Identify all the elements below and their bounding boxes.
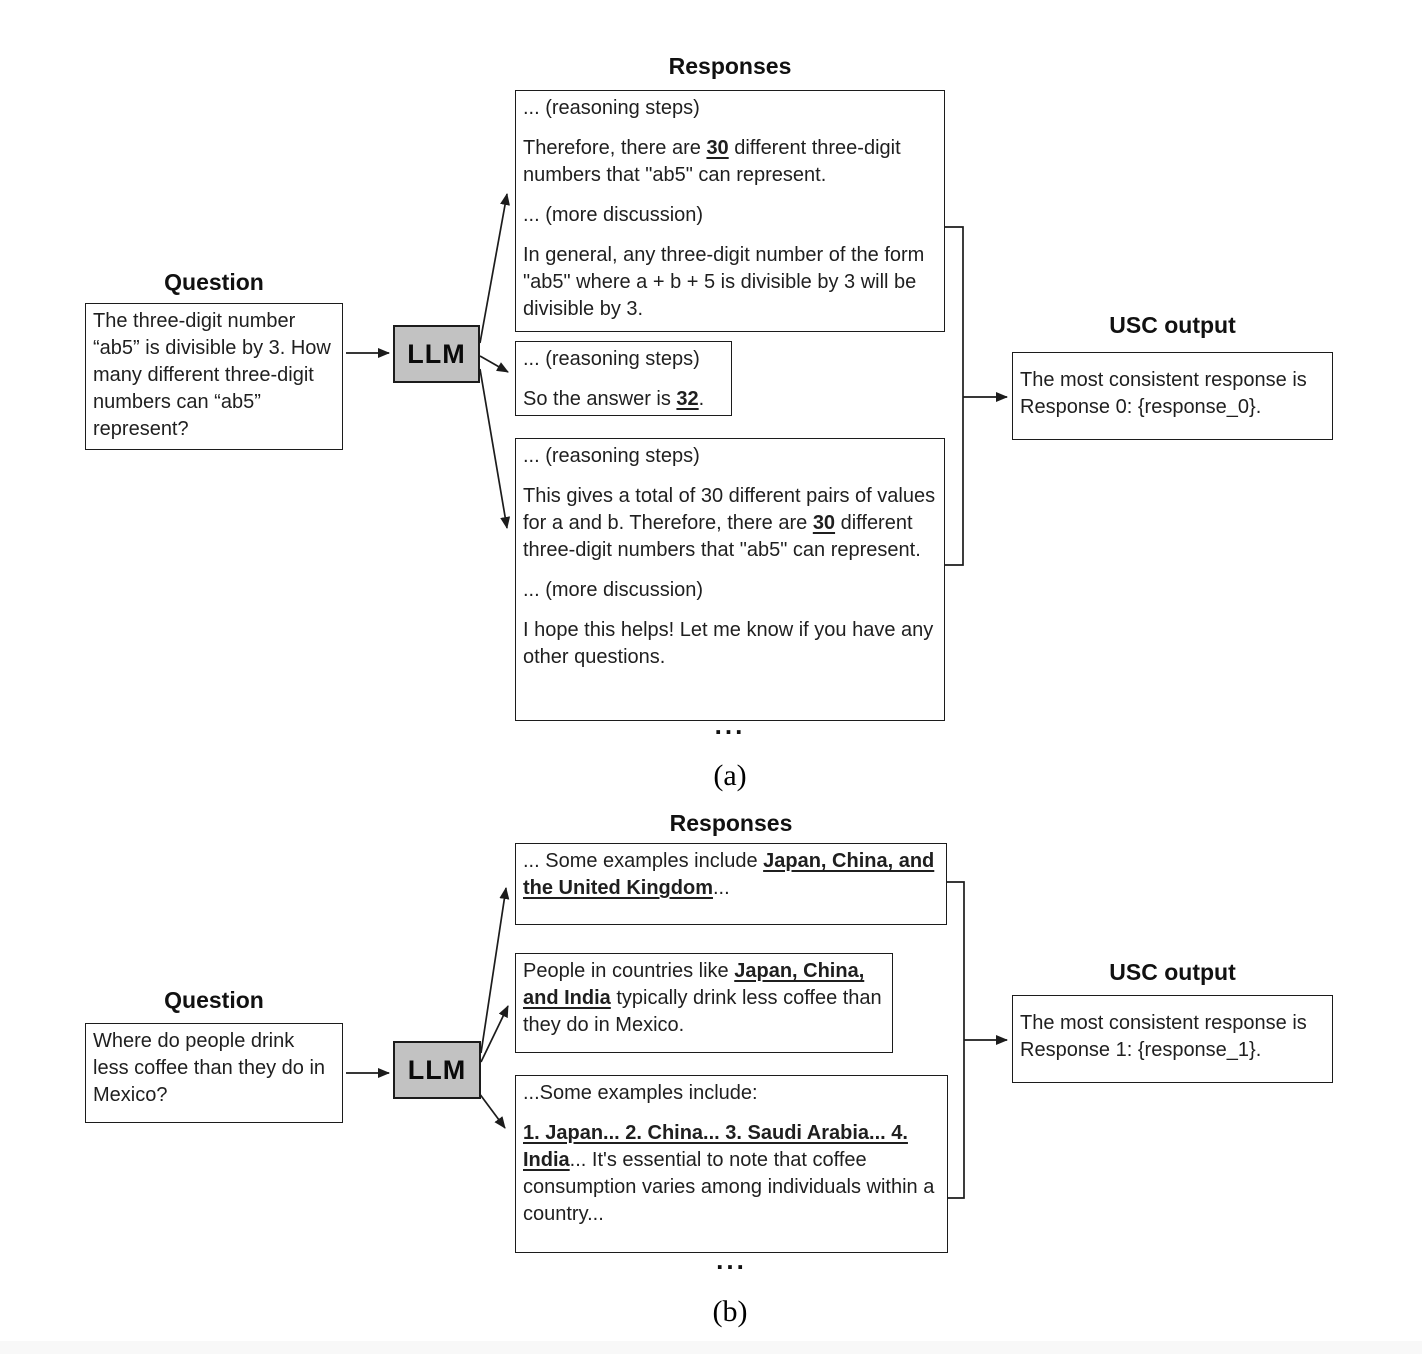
response-paragraph: I hope this helps! Let me know if you ha… [523,619,934,668]
response-box-b3: ...Some examples include: 1. Japan... 2.… [515,1075,948,1253]
response-paragraph: ... (reasoning steps) [523,445,700,467]
question-box-a: The three-digit number “ab5” is divisibl… [85,303,343,450]
response-paragraph: Therefore, there are 30 different three-… [523,137,901,186]
response-paragraph: ... Some examples include Japan, China, … [523,850,935,899]
arrow-llm-to-response3-b [478,1092,506,1129]
response-paragraph: ... (reasoning steps) [523,97,700,119]
usc-output-box-b: The most consistent response is Response… [1012,995,1333,1083]
llm-label: LLM [407,338,466,369]
response-paragraph: So the answer is 32. [523,388,705,410]
more-responses-ellipsis-b: ... [716,1245,747,1275]
response-box-a2: ... (reasoning steps) So the answer is 3… [515,341,732,416]
responses-title-b: Responses [669,810,793,836]
usc-output-text: The most consistent response is Response… [1020,369,1307,418]
question-title-b: Question [164,987,264,1013]
arrow-llm-to-response1-a [479,193,510,344]
usc-output-title-a: USC output [1109,312,1236,338]
response-paragraph: People in countries like Japan, China, a… [523,960,882,1036]
response-box-a1: ... (reasoning steps) Therefore, there a… [515,90,945,332]
response-box-b2: People in countries like Japan, China, a… [515,953,893,1053]
llm-box-b: LLM [393,1041,481,1099]
more-responses-ellipsis-a: ... [714,710,746,740]
bracket-responses-b [947,881,965,1199]
response-box-b1: ... Some examples include Japan, China, … [515,843,947,925]
arrow-llm-to-response1-b [480,887,510,1054]
llm-box-a: LLM [393,325,480,383]
response-paragraph: ... (more discussion) [523,204,704,226]
question-box-b: Where do people drink less coffee than t… [85,1023,343,1123]
caption-a: (a) [713,759,747,792]
response-paragraph: ... (reasoning steps) [523,348,700,370]
viewer-footer-strip [0,1341,1422,1354]
llm-label: LLM [407,1054,467,1085]
usc-output-box-a: The most consistent response is Response… [1012,352,1333,440]
question-title-a: Question [164,269,264,295]
responses-title-a: Responses [668,53,792,79]
response-paragraph: ...Some examples include: [523,1082,758,1104]
bracket-responses-a [945,226,964,566]
response-paragraph: This gives a total of 30 different pairs… [523,485,936,561]
response-paragraph: 1. Japan... 2. China... 3. Saudi Arabia.… [523,1122,935,1225]
arrow-llm-to-response2-a [479,355,509,373]
arrow-llm-to-response3-a [479,368,511,529]
caption-b: (b) [712,1295,748,1328]
response-paragraph: In general, any three-digit number of th… [523,244,925,320]
response-box-a3: ... (reasoning steps) This gives a total… [515,438,945,721]
usc-output-text: The most consistent response is Response… [1020,1012,1307,1061]
question-text: Where do people drink less coffee than t… [93,1030,326,1106]
usc-output-title-b: USC output [1109,959,1236,985]
response-paragraph: ... (more discussion) [523,579,704,601]
arrow-llm-to-response2-b [480,1005,509,1063]
question-text: The three-digit number “ab5” is divisibl… [93,310,331,440]
